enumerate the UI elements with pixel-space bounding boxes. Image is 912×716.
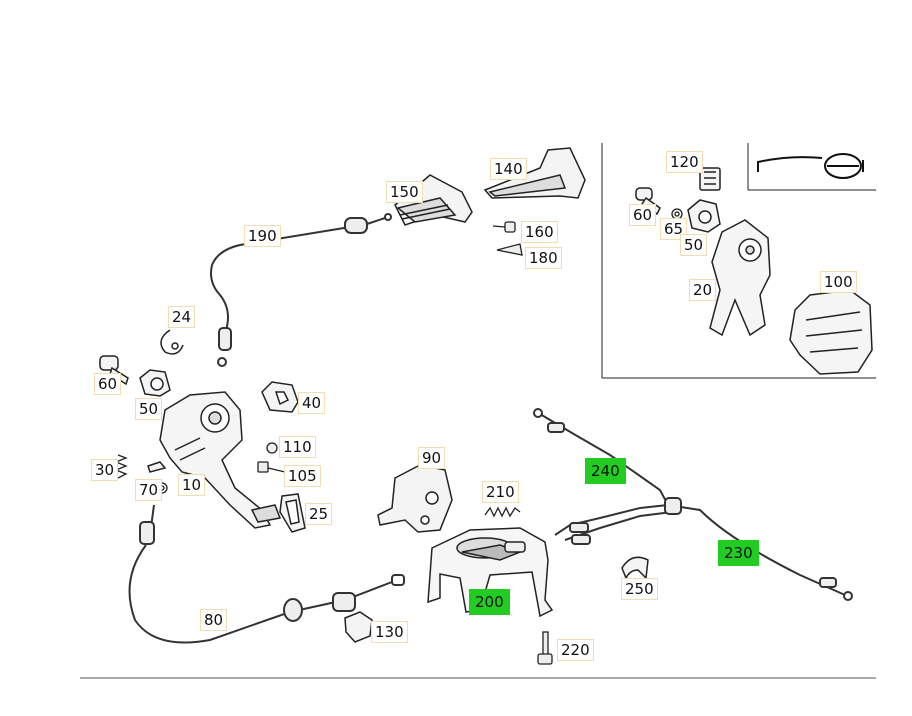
callout-180[interactable]: 180: [525, 247, 562, 269]
screws-160-180: [492, 221, 523, 256]
callout-240[interactable]: 240: [585, 458, 626, 484]
callout-210[interactable]: 210: [482, 481, 519, 503]
callout-150[interactable]: 150: [386, 181, 423, 203]
callout-90[interactable]: 90: [418, 447, 446, 469]
pedal-pad-25: [279, 493, 306, 533]
callout-105[interactable]: 105: [284, 465, 321, 487]
pedal-assembly-10: [147, 391, 282, 529]
callout-25[interactable]: 25: [305, 503, 333, 525]
callout-120[interactable]: 120: [666, 151, 703, 173]
callout-190[interactable]: 190: [244, 225, 281, 247]
spring-30: [114, 454, 128, 479]
part-50-left: [139, 369, 171, 397]
lever-assembly-200: [427, 527, 554, 618]
bracket-150: [394, 174, 473, 226]
callout-160[interactable]: 160: [521, 221, 558, 243]
callout-50[interactable]: 50: [135, 398, 163, 420]
callout-200[interactable]: 200: [469, 589, 510, 615]
bushing-60-left: [99, 355, 129, 386]
bracket-140: [483, 147, 586, 199]
part-40: [261, 381, 299, 413]
bracket-90: [377, 464, 453, 533]
fasteners-110-105: [257, 442, 286, 473]
callout-220[interactable]: 220: [557, 639, 594, 661]
cable-80: [128, 504, 405, 644]
callout-140[interactable]: 140: [490, 158, 527, 180]
inset-switch-120: [699, 167, 721, 191]
callout-24[interactable]: 24: [168, 306, 196, 328]
callout-20[interactable]: 20: [689, 279, 717, 301]
inset-pedal-20: [709, 219, 771, 337]
callout-60-inset[interactable]: 60: [629, 204, 657, 226]
clip-24: [160, 329, 184, 355]
callout-80[interactable]: 80: [200, 609, 228, 631]
callout-50-inset[interactable]: 50: [680, 234, 708, 256]
callout-70[interactable]: 70: [135, 479, 163, 501]
callout-30[interactable]: 30: [91, 459, 119, 481]
inset-panel: [601, 143, 876, 379]
steering-wheel-icon: [757, 153, 864, 179]
callout-230[interactable]: 230: [718, 540, 759, 566]
inset-pedal-100: [789, 289, 873, 375]
callout-40[interactable]: 40: [298, 392, 326, 414]
callout-10[interactable]: 10: [178, 474, 206, 496]
callout-100[interactable]: 100: [820, 271, 857, 293]
clip-250: [621, 556, 649, 580]
callout-130[interactable]: 130: [371, 621, 408, 643]
spring-210: [484, 506, 521, 518]
cable-190: [210, 213, 392, 367]
callout-60[interactable]: 60: [94, 373, 122, 395]
clip-130: [344, 611, 373, 643]
callout-110[interactable]: 110: [279, 436, 316, 458]
cables-240-230: [533, 408, 853, 601]
bolt-220: [537, 631, 553, 665]
inset-part-50: [687, 199, 721, 233]
callout-250[interactable]: 250: [621, 578, 658, 600]
